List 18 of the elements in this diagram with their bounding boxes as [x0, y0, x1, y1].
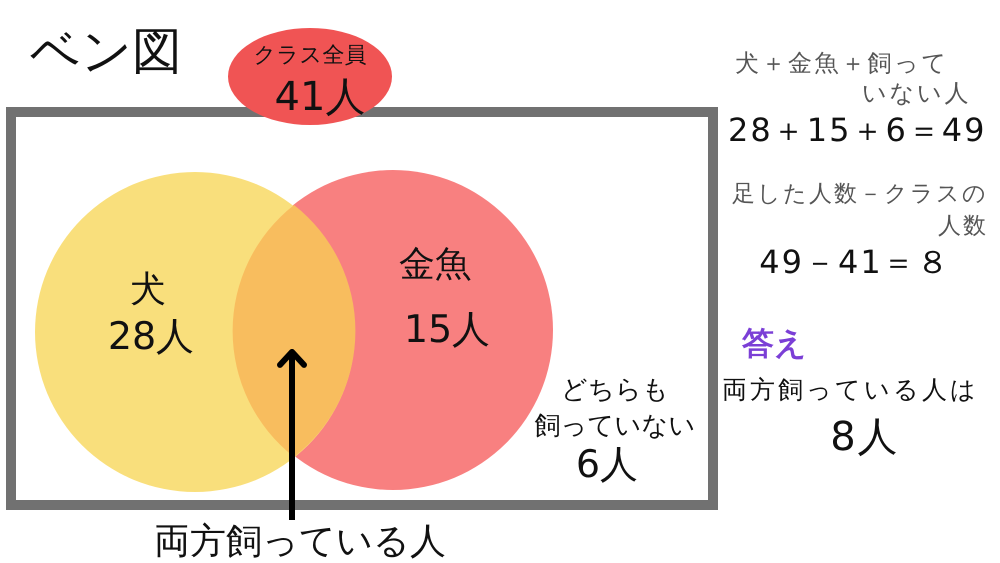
answer-heading: 答え	[742, 323, 808, 364]
pointer-label: 両方飼っている人	[140, 520, 460, 563]
formula-note: 足した人数－クラスの人数	[732, 180, 988, 241]
count-value: 15人	[402, 306, 492, 353]
formula-note: 犬＋金魚＋飼っていない人	[735, 48, 971, 108]
answer-value: 8人	[829, 413, 901, 462]
equation: 28＋15＋6＝49	[728, 110, 986, 151]
leader-arrow	[277, 348, 307, 520]
region-label: どちらも飼っていない	[534, 374, 696, 443]
diagram-title: ベン図	[30, 21, 182, 82]
set-name: 金魚	[398, 243, 472, 287]
count-value: 41人	[274, 73, 366, 122]
set-name: 犬	[129, 268, 167, 312]
count-value: 28人	[106, 313, 196, 360]
group-name: クラス全員	[252, 42, 368, 70]
equation: 49－41＝８	[758, 242, 952, 283]
answer-text: 両方飼っている人は	[722, 374, 980, 406]
count-value: 6人	[574, 444, 640, 484]
